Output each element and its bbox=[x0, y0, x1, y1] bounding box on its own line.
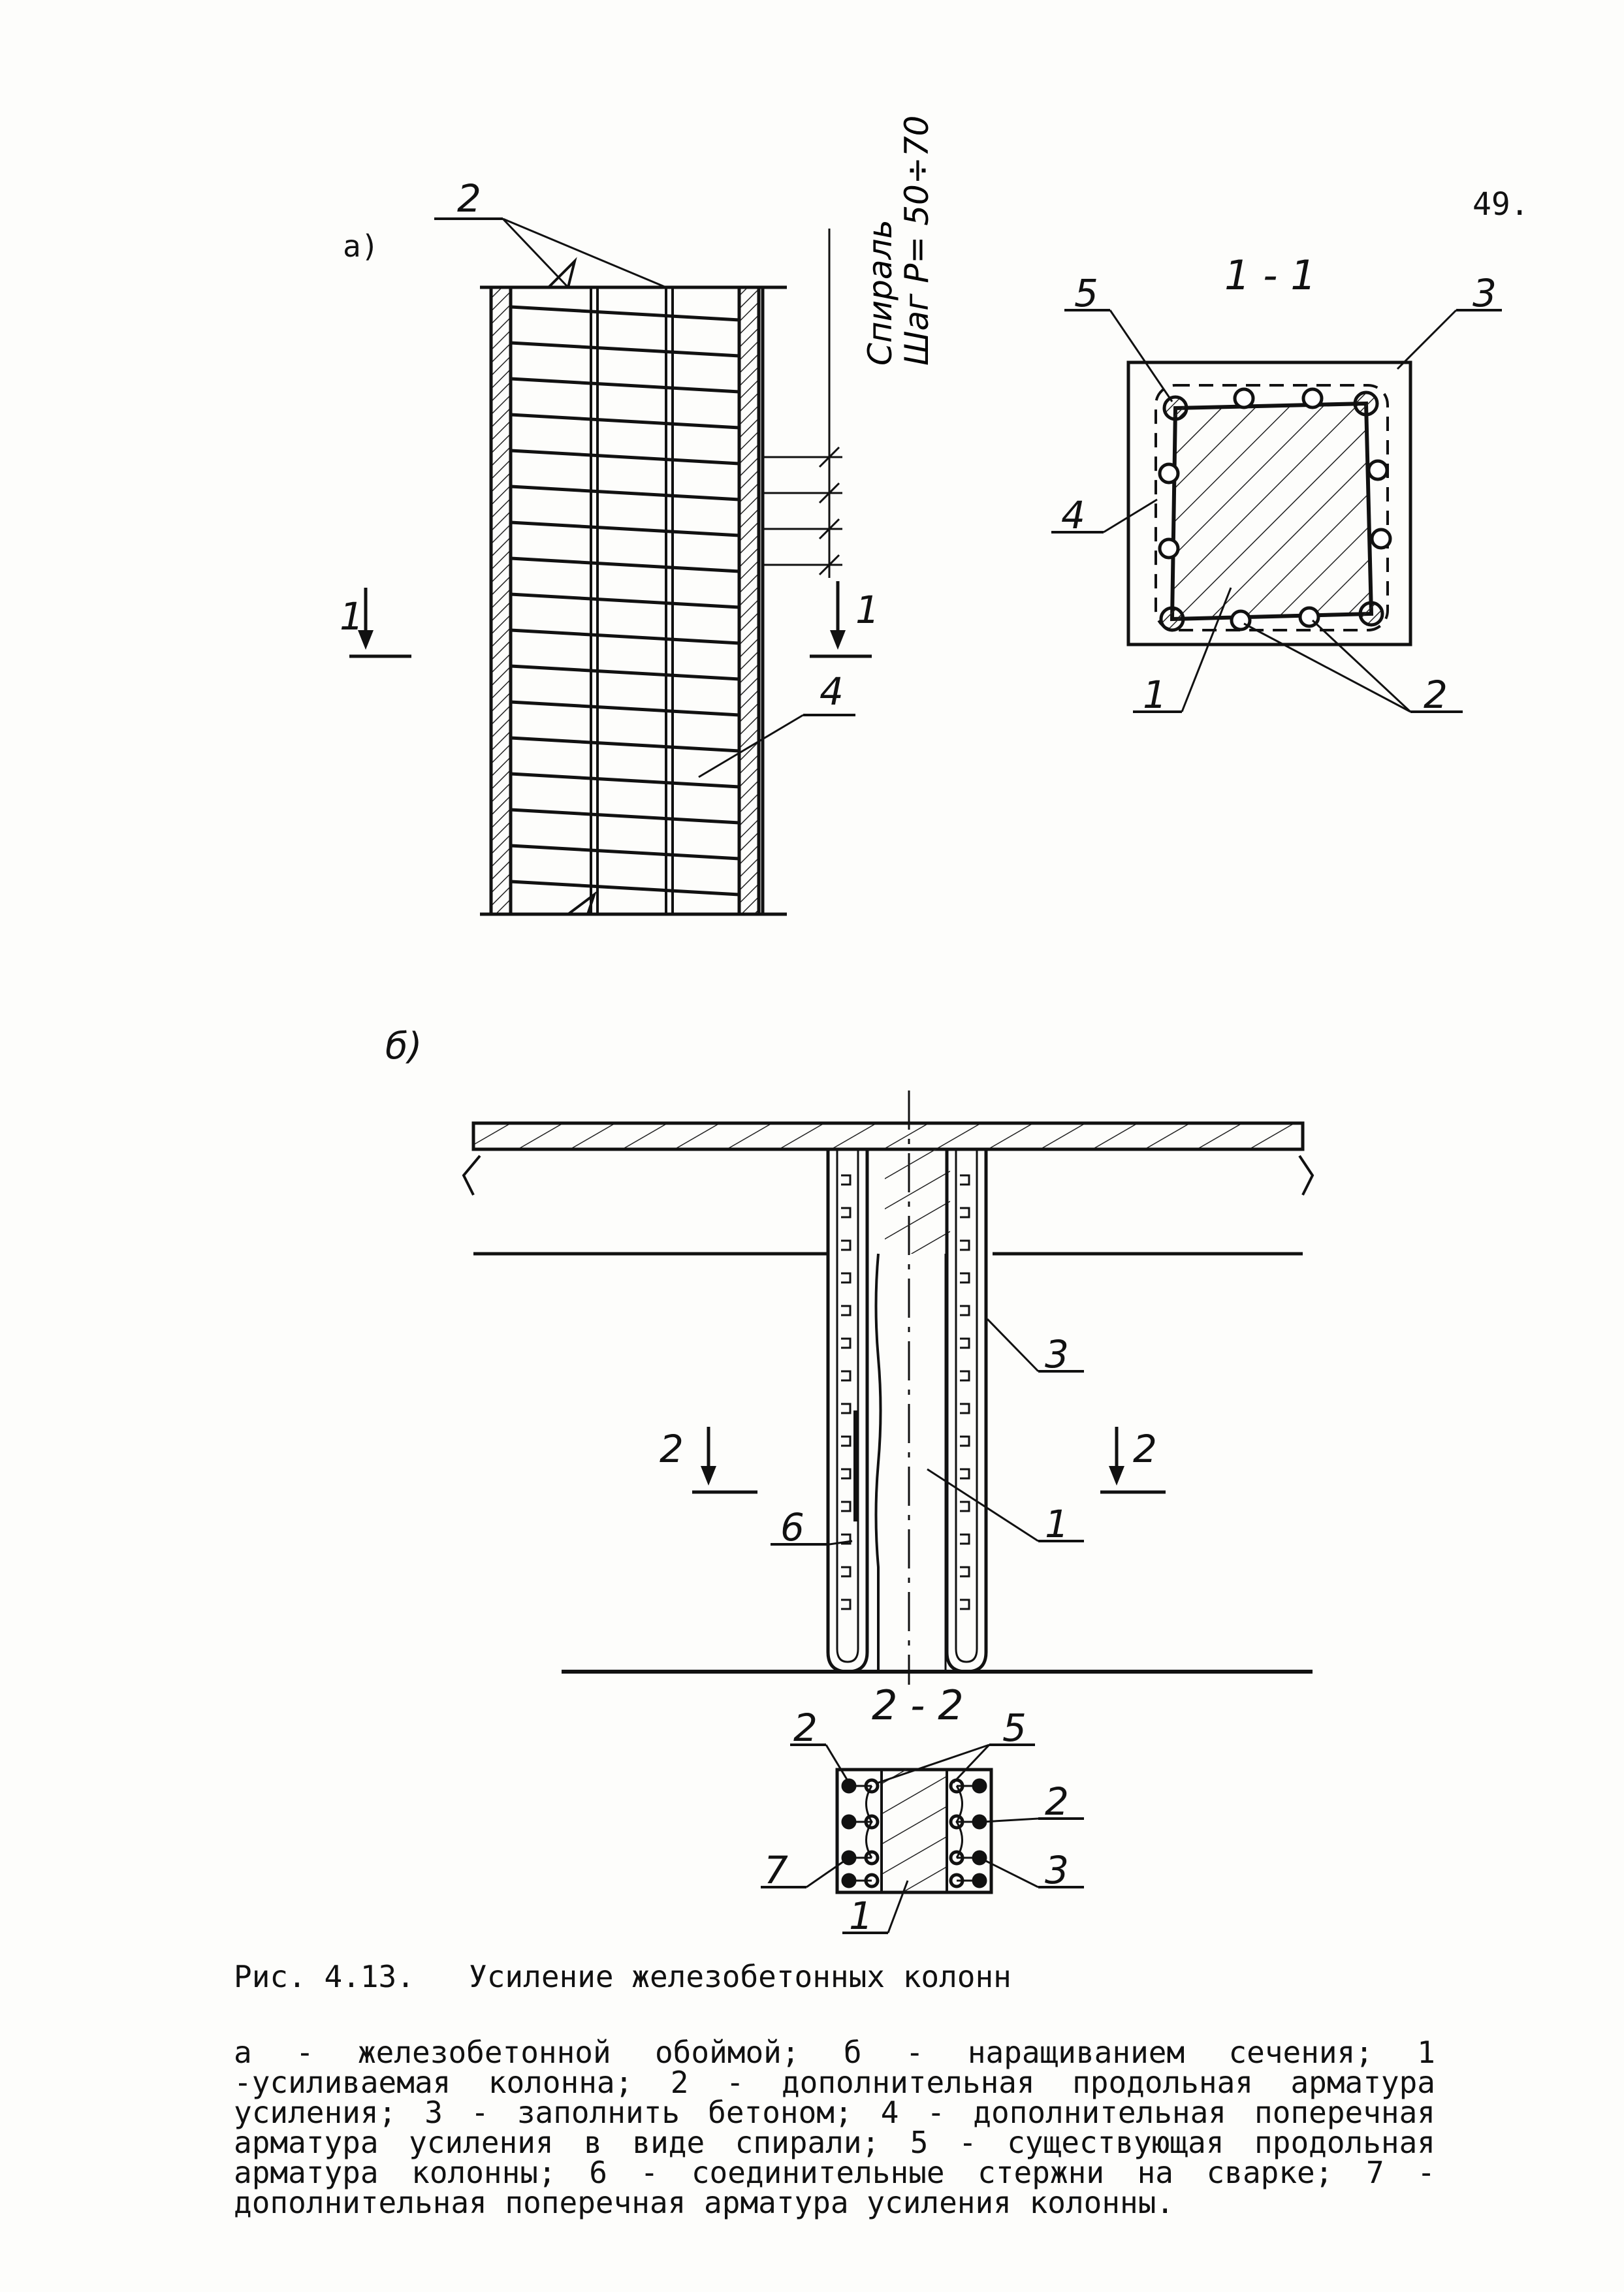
figure-title: Усиление железобетонных колонн bbox=[469, 1959, 1011, 1994]
callout-2-2-7: 7 bbox=[764, 1848, 788, 1892]
spiral-label-line2: Шаг P= 50÷70 bbox=[898, 115, 936, 366]
callout-b-1: 1 bbox=[1045, 1502, 1069, 1546]
callout-2-2-2-left: 2 bbox=[793, 1706, 818, 1750]
column-elevation-b bbox=[462, 1090, 1314, 1685]
callout-a-2: 2 bbox=[457, 176, 481, 221]
callout-a-4: 4 bbox=[820, 669, 844, 714]
callout-b-3: 3 bbox=[1045, 1332, 1069, 1377]
callout-2-2-2-right: 2 bbox=[1045, 1779, 1069, 1824]
figure-caption: Рис. 4.13. Усиление железобетонных колон… bbox=[234, 1959, 1011, 1994]
callout-b-6: 6 bbox=[780, 1505, 804, 1550]
callout-1-1-5: 5 bbox=[1074, 271, 1098, 315]
callout-2-2-3: 3 bbox=[1045, 1848, 1069, 1892]
figure-legend: а - железобетонной обоймой; б - наращива… bbox=[234, 2035, 1435, 2220]
section-mark-a-right: 1 bbox=[855, 588, 880, 632]
callout-1-1-1: 1 bbox=[1143, 673, 1167, 717]
section-mark-a-left: 1 bbox=[340, 594, 364, 639]
panel-a-label: а) bbox=[343, 229, 379, 264]
callout-1-1-2: 2 bbox=[1424, 673, 1448, 717]
page-number: 49. bbox=[1473, 186, 1529, 223]
section-2-2-drawing bbox=[761, 1743, 1084, 1934]
spiral-pitch-label: Спираль Шаг P= 50÷70 bbox=[861, 115, 936, 366]
section-2-2-title: 2 - 2 bbox=[872, 1681, 964, 1729]
section-mark-b-right: 2 bbox=[1133, 1427, 1157, 1471]
callout-2-2-1: 1 bbox=[849, 1894, 873, 1938]
section-1-1-drawing bbox=[1051, 309, 1502, 713]
section-1-1-title: 1 - 1 bbox=[1224, 251, 1316, 299]
figure-number: Рис. 4.13. bbox=[234, 1959, 415, 1994]
callout-1-1-3: 3 bbox=[1473, 271, 1497, 315]
callout-2-2-5: 5 bbox=[1002, 1706, 1027, 1750]
spiral-label-line1: Спираль bbox=[861, 219, 899, 366]
section-mark-b-left: 2 bbox=[660, 1427, 684, 1471]
panel-b-label: б) bbox=[385, 1025, 422, 1068]
callout-1-1-4: 4 bbox=[1061, 493, 1085, 537]
column-elevation-a bbox=[349, 217, 872, 916]
